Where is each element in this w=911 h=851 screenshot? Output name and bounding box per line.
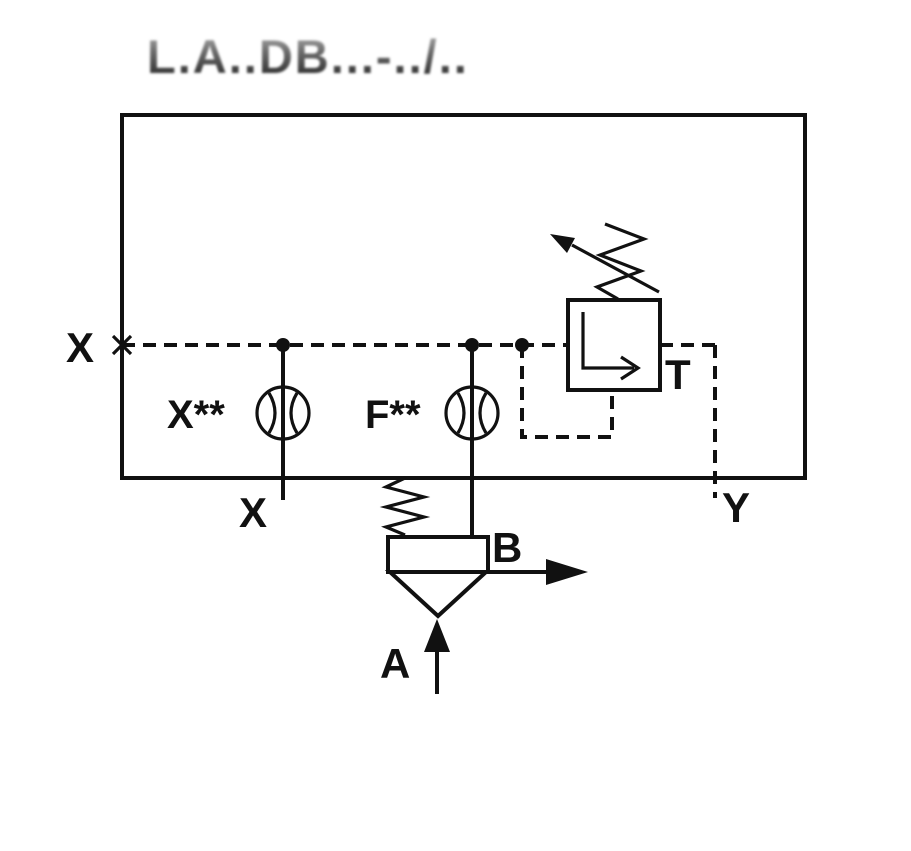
orifice-circle [255,385,311,441]
label-port-x-left: X [66,324,94,371]
cartridge-spring [379,476,431,537]
orifice-circle [444,385,500,441]
port-b-arrowhead [546,559,588,585]
label-port-y: Y [722,484,750,531]
orifice-throat-arc [456,392,466,434]
diagram-title: L.A..DB...-../.. [147,30,469,83]
cartridge-body [386,535,490,574]
cartridge-poppet [384,570,492,619]
pilot-relief-valve [550,222,662,392]
x-port-marker [111,334,133,356]
orifice-x-symbol [255,385,311,441]
housing-outline [120,113,807,480]
label-port-b: B [492,524,522,571]
orifice-x-label: X** [167,393,225,437]
label-port-x-bottom: X [239,489,267,536]
port-b-arrow [486,559,588,585]
orifice-f-symbol [444,385,500,441]
label-port-t: T [665,351,691,398]
port-a-arrowhead [424,619,450,652]
port-a-arrow [424,619,450,694]
relief-adjust-arrow-shaft [571,243,660,294]
orifice-throat-arc [267,392,277,434]
orifice-throat-arc [478,392,488,434]
x-port-marker-stroke [111,334,133,356]
relief-flow-arrowhead [620,355,641,381]
label-port-a: A [380,640,410,687]
orifice-f-label: F** [365,393,421,437]
logic-cartridge-valve [379,476,492,619]
orifice-throat-arc [289,392,299,434]
relief-drain-line [520,345,614,439]
relief-spring [593,222,649,301]
relief-adjust-arrowhead [550,234,575,253]
relief-flow-path [581,312,634,370]
